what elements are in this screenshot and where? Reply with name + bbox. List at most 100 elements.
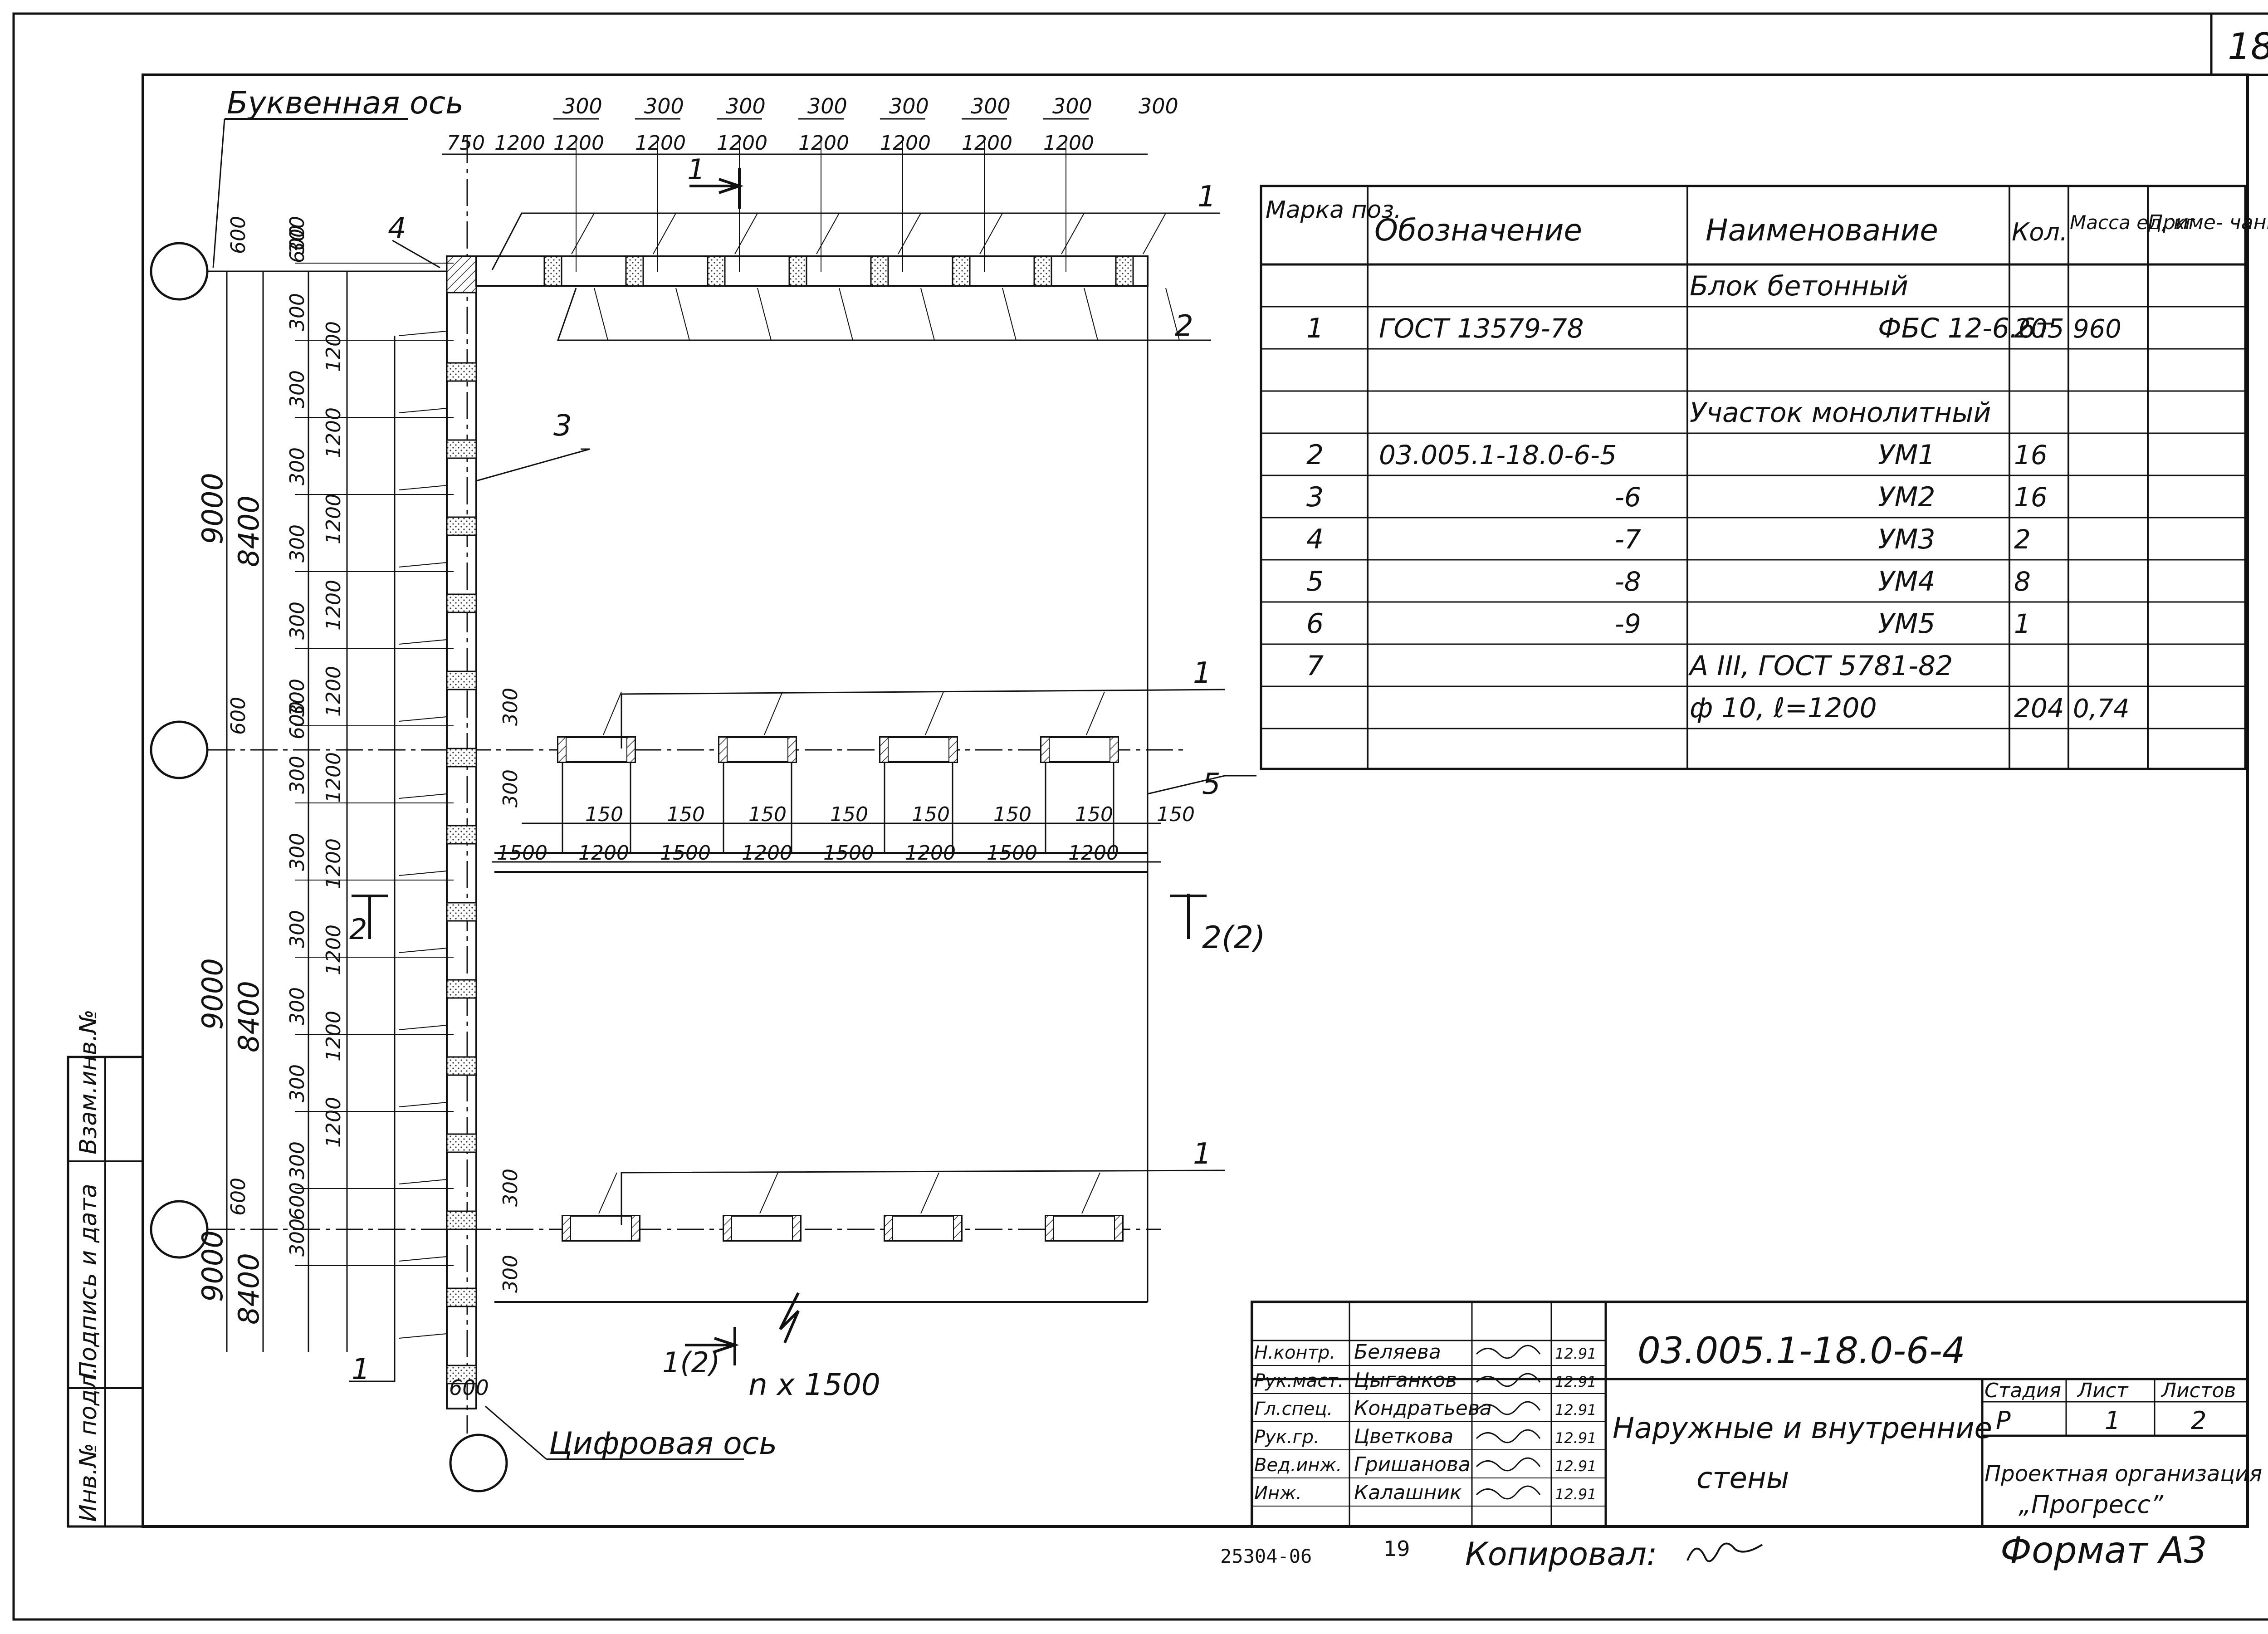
section-2-left: 2 [349,913,367,946]
spec-pos: 3 [1306,481,1324,513]
spec-designation: -8 [1615,566,1641,597]
stamp-role: Рук.гр. [1254,1427,1320,1448]
mid-wall [494,286,1149,1303]
dim-mid-bottom: 1500 [497,841,547,865]
spec-name: УМ2 [1878,481,1936,513]
dim-8400: 8400 [232,981,265,1052]
dim-300-left: 300 [286,679,309,717]
spec-pos: 2 [1306,439,1324,471]
monolithic-pieces [399,213,1180,1384]
specification-table: Марка поз. Обозначение Наименование Кол.… [1260,185,2268,770]
dim-150: 150 [748,803,787,826]
side-stamp: Взам.инв.№ Подпись и дата Инв.№ подл. [67,1009,144,1528]
stamp-name: Цыганков [1354,1369,1457,1392]
dim-1200-left: 1200 [322,925,345,975]
spec-pos: 6 [1306,608,1324,640]
spec-designation: -9 [1615,608,1641,639]
dim-1200-left: 1200 [322,407,345,458]
n-x-1500: n x 1500 [748,1367,880,1402]
stamp-date: 12.91 [1555,1373,1597,1390]
stamp-date: 12.91 [1555,1401,1597,1419]
dim-mid-bottom: 1200 [905,841,956,865]
leaders [349,212,1256,1382]
spec-qty: 8 [2014,566,2031,597]
axis-bubbles [150,242,508,1492]
spec-header-mass: Масса ед, кг [2070,211,2195,234]
top-insert [625,255,644,287]
dim-300-left: 300 [286,1141,309,1179]
letter-axis-label: Буквенная ось [227,85,464,121]
dim-8400: 8400 [232,495,265,567]
dim-300-left: 300 [286,370,309,408]
axis-bubble-2 [150,720,209,779]
spec-pos: 1 [1306,313,1324,344]
dim-mid-bottom: 1500 [660,841,711,865]
left-insert [446,748,477,768]
stamp-name: Калашник [1354,1481,1462,1504]
spec-header-mark: Марка поз. [1266,196,1402,224]
dim-300-left: 300 [286,293,309,331]
dim-mid-bottom: 1500 [987,841,1037,865]
left-insert [446,516,477,536]
spec-name: УМ4 [1878,566,1936,597]
inner-frame [142,73,2249,1528]
dim-300-left: 300 [286,602,309,640]
dim-mid-bottom: 1200 [742,841,792,865]
stamp-role: Вед.инж. [1254,1455,1342,1476]
drawing-title-2: стены [1696,1462,1789,1495]
dim-9000: 9000 [196,1230,229,1302]
section-1-bottom: 1(2) [662,1346,720,1379]
side-stamp-inv: Взам.инв.№ [75,1009,102,1155]
stamp-date: 12.91 [1555,1429,1597,1447]
dim-1200-top: 1200 [880,132,931,155]
sheet-label: Лист [2077,1379,2129,1402]
stamp-role: Гл.спец. [1254,1399,1333,1419]
leader-2: 2 [1175,309,1193,343]
dim-300-left: 300 [286,756,309,794]
copied-by: Копировал: [1465,1536,1657,1573]
dim-300-top: 300 [971,94,1011,118]
dim-mid-bottom: 1500 [823,841,874,865]
sheets-value: 2 [2191,1406,2206,1435]
dim-1200-left: 1200 [322,838,345,889]
leader-1-low: 1 [1193,1137,1212,1171]
dim-300-left: 300 [286,524,309,563]
dim-150: 150 [830,803,868,826]
dim-300-left: 300 [286,987,309,1025]
dim-600-a: 600 [227,216,250,254]
dim-1200-left: 1200 [322,1011,345,1062]
dim-600-b: 600 [286,1182,309,1220]
left-insert [446,1210,477,1230]
dim-1200-left: 1200 [322,1097,345,1148]
dim-300-last: 300 [1139,94,1178,118]
mid-block [879,736,958,763]
stamp-role: Н.контр. [1254,1342,1335,1363]
spec-name: УМ5 [1878,608,1936,640]
page-number: 18 [2228,25,2268,68]
dim-150: 150 [1157,803,1195,826]
footer: 25304-06 19 Копировал: Формат А3 [1220,1529,2207,1573]
spec-designation: -6 [1615,482,1641,513]
spec-name: ФБС 12-6.6т [1878,313,2052,344]
dim-mid-bottom: 1200 [578,841,629,865]
stamp-signature [1476,1457,1541,1472]
dim-9000: 9000 [196,473,229,544]
leader-1-left: 1 [352,1353,370,1386]
left-insert [446,1133,477,1153]
sheet-value: 1 [2105,1406,2120,1435]
dim-300-left: 300 [286,1218,309,1257]
dim-150: 150 [912,803,950,826]
dim-300-low: 300 [499,1255,522,1293]
low-block [884,1215,963,1242]
side-stamp-orig: Инв.№ подл. [75,1367,102,1522]
sheets-label: Листов [2160,1379,2236,1402]
stamp-signature [1476,1485,1541,1500]
spec-name: Блок бетонный [1690,270,1908,302]
dim-600-a: 600 [227,697,250,735]
org-line-1: Проектная организация [1984,1461,2262,1487]
dim-300-top: 300 [889,94,929,118]
spec-name: А III, ГОСТ 5781-82 [1688,650,1953,682]
spec-qty: 2 [2014,524,2031,555]
spec-name: Участок монолитный [1690,397,1991,429]
